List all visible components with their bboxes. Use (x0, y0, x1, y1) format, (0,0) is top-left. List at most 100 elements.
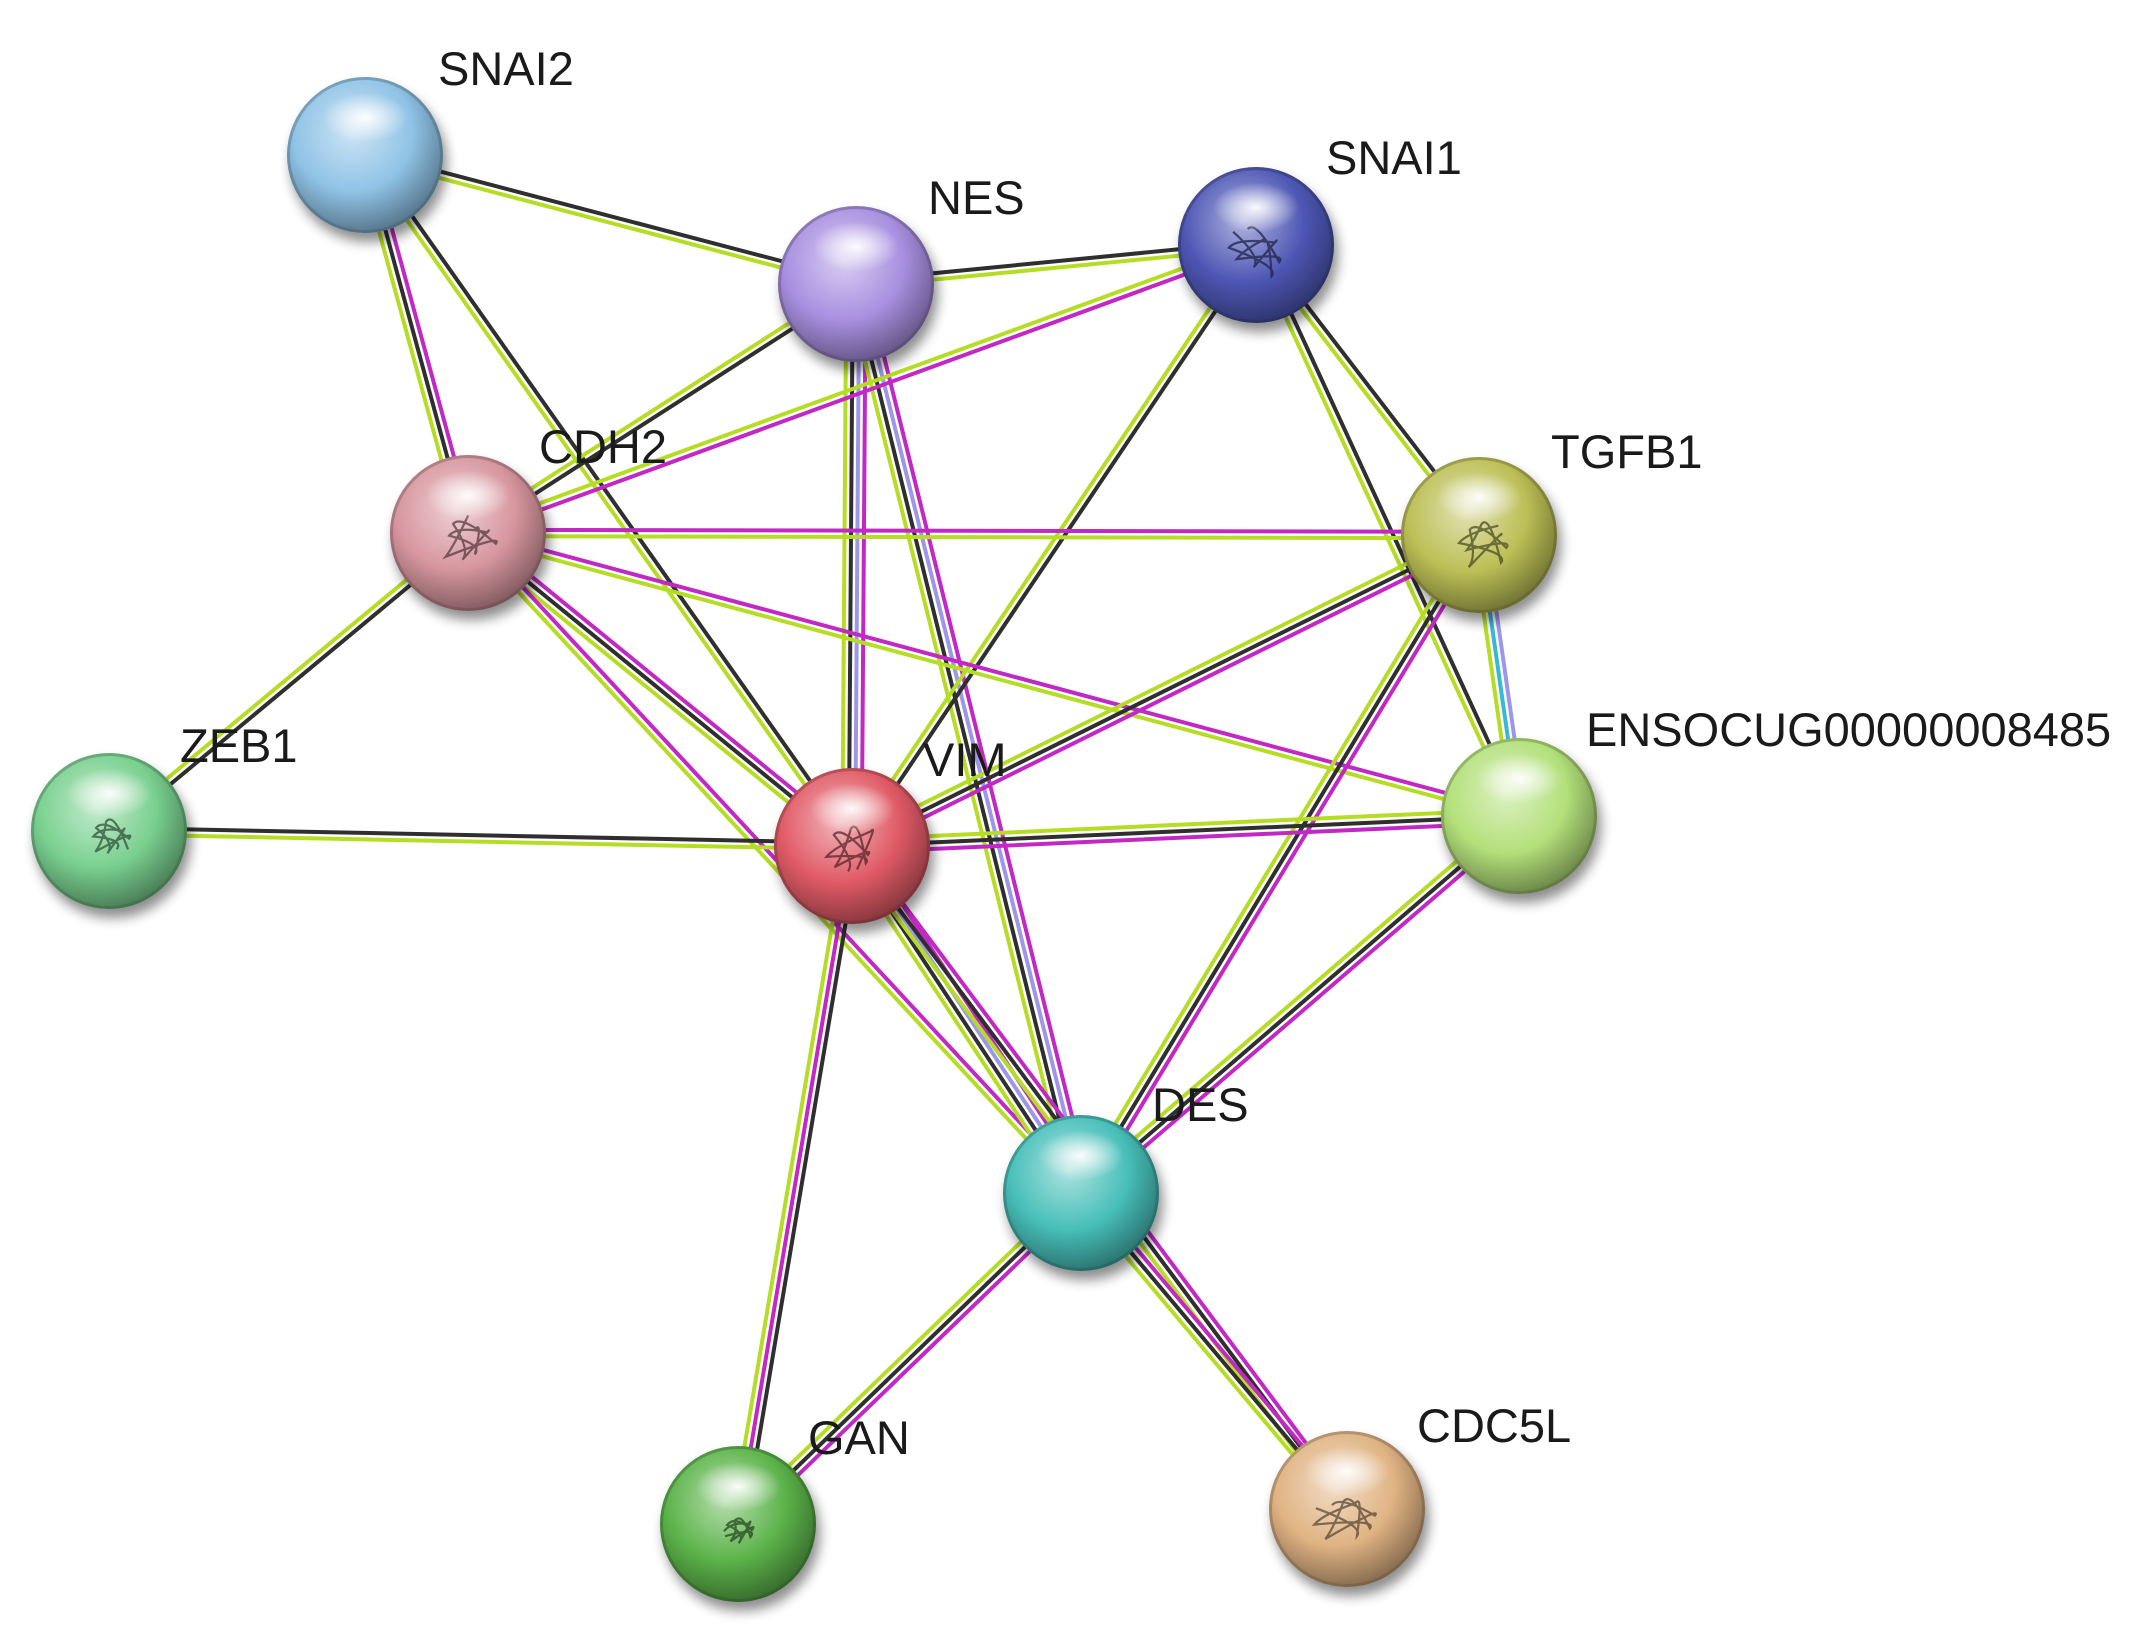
node-rim (660, 1446, 816, 1602)
edge-ensocug00000008485-des (1074, 809, 1526, 1200)
edge-line-magenta (736, 844, 854, 1526)
node-highlight (425, 470, 511, 521)
protein-structure-icon (723, 1517, 755, 1544)
node-snai1[interactable] (1178, 167, 1334, 323)
edge-line-lime (463, 533, 1081, 1198)
edge-line-magenta (740, 1195, 1088, 1531)
edge-line-magenta (852, 538, 1484, 854)
protein-structure-icon (91, 818, 132, 854)
node-gan[interactable] (660, 1446, 816, 1602)
edge-nes-vim (840, 281, 868, 849)
edge-line-magenta (859, 282, 868, 849)
edge-line-lavender (853, 282, 862, 848)
edge-line-lime (847, 241, 1256, 847)
node-highlight (1476, 753, 1562, 804)
edge-line-magenta (466, 527, 1522, 815)
protein-backbone (91, 818, 132, 854)
node-tgfb1[interactable] (1401, 457, 1557, 613)
edge-zeb1-vim (106, 825, 855, 852)
edge-line-magenta (467, 246, 1260, 539)
node-label-ensocug00000008485: ENSOCUG00000008485 (1586, 703, 2111, 756)
edge-line-black (1079, 533, 1481, 1195)
edge-line-black (466, 531, 854, 848)
edge-ensocug00000008485-vim (849, 807, 1522, 855)
edge-line-lime (847, 527, 1479, 843)
node-rim (1441, 738, 1597, 894)
edge-line-black (736, 1191, 1083, 1526)
edge-line-black (365, 151, 857, 847)
edge-line-magenta (1084, 536, 1487, 1199)
node-rim (778, 206, 934, 362)
edge-des-gan (731, 1186, 1088, 1531)
node-rim (1269, 1431, 1425, 1587)
edge-line-black (1079, 814, 1521, 1195)
protein-structure-icon (1226, 226, 1282, 280)
node-highlight (695, 1461, 781, 1512)
node-highlight (1436, 472, 1522, 523)
edge-snai2-nes (362, 149, 859, 290)
edge-line-lime (731, 1186, 1079, 1522)
protein-backbone (1457, 521, 1509, 568)
node-highlight (813, 221, 899, 272)
node-rim (1178, 167, 1334, 323)
protein-backbone (442, 514, 498, 561)
node-rim (1401, 457, 1557, 613)
protein-backbone (723, 1517, 755, 1544)
node-label-cdc5l: CDC5L (1417, 1399, 1571, 1452)
edge-line-black (1257, 241, 1524, 817)
node-highlight (809, 783, 895, 834)
edge-line-lime (466, 534, 1481, 541)
edge-line-lime (840, 281, 849, 848)
edge-line-black (742, 845, 861, 1528)
edge-line-magenta (466, 527, 1481, 534)
node-vim[interactable] (774, 768, 930, 924)
node-ensocug00000008485[interactable] (1441, 738, 1597, 894)
edge-line-black (850, 533, 1481, 848)
node-zeb1[interactable] (31, 753, 187, 909)
edge-line-black (852, 244, 1261, 850)
edge-line-black (850, 282, 1080, 1196)
node-label-snai1: SNAI1 (1326, 131, 1462, 184)
nodes-layer (31, 77, 1597, 1602)
node-highlight (1304, 1446, 1390, 1497)
edge-vim-gan (729, 842, 861, 1528)
edge-line-lime (844, 284, 1074, 1198)
edge-line-black (363, 149, 859, 283)
edge-line-lime (106, 832, 854, 852)
node-cdc5l[interactable] (1269, 1431, 1425, 1587)
node-rim (390, 455, 546, 611)
edge-line-magenta (470, 526, 859, 843)
node-snai2[interactable] (287, 77, 443, 233)
node-des[interactable] (1003, 1115, 1159, 1271)
edge-line-lime (729, 842, 848, 1525)
edge-snai1-cdh2 (464, 239, 1260, 539)
node-label-snai2: SNAI2 (438, 42, 574, 95)
node-label-zeb1: ZEB1 (180, 719, 298, 772)
protein-structure-icon (1311, 1498, 1377, 1541)
edge-cdh2-tgfb1 (466, 527, 1481, 541)
node-label-des: DES (1152, 1078, 1249, 1131)
edge-tgfb1-des (1073, 529, 1487, 1199)
edge-line-lime (1073, 529, 1476, 1192)
edge-line-lime (360, 154, 852, 850)
edge-line-lime (464, 239, 1257, 532)
edge-line-magenta (1083, 818, 1526, 1200)
edge-nes-des (844, 279, 1093, 1198)
node-highlight (66, 768, 152, 819)
edge-line-lime (849, 807, 1521, 842)
node-rim (774, 768, 930, 924)
node-highlight (1213, 182, 1299, 233)
edge-line-magenta (863, 279, 1093, 1193)
protein-structure-icon (1457, 521, 1509, 568)
node-highlight (1038, 1130, 1124, 1181)
protein-backbone (1311, 1498, 1377, 1541)
edge-snai2-vim (360, 151, 857, 850)
edge-line-lime (362, 156, 858, 290)
node-nes[interactable] (778, 206, 934, 362)
node-rim (31, 753, 187, 909)
edge-tgfb1-vim (847, 527, 1484, 854)
edge-line-lavender (857, 281, 1087, 1195)
node-cdh2[interactable] (390, 455, 546, 611)
